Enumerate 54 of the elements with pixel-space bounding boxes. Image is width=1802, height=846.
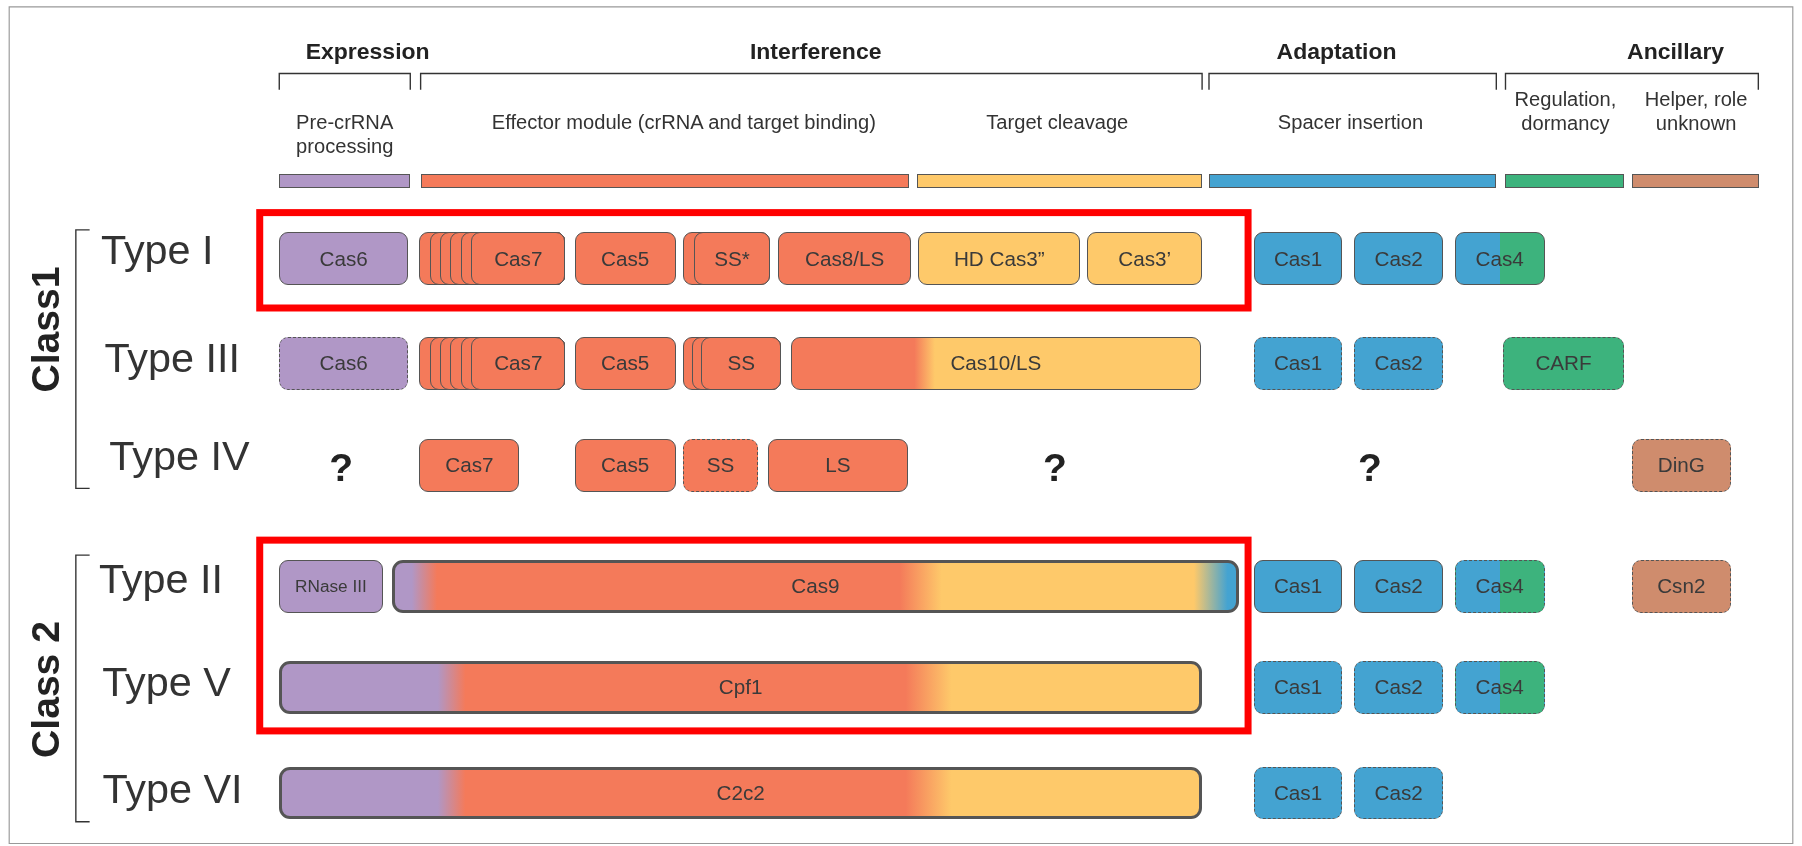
protein-box: Cas1 xyxy=(1253,660,1343,714)
protein-box: Cas2 xyxy=(1353,660,1444,714)
protein-box: SS* xyxy=(682,232,770,285)
legend-label: Spacer insertion xyxy=(1277,110,1424,135)
protein-box: Cas2 xyxy=(1353,766,1444,820)
protein-box: CARF xyxy=(1503,336,1624,390)
protein-box: Cas2 xyxy=(1353,559,1444,613)
type-label: Type VI xyxy=(102,766,243,812)
protein-box: Csn2 xyxy=(1631,559,1731,613)
protein-box: RNase III xyxy=(279,559,383,613)
protein-box: Cas3’ xyxy=(1087,232,1203,285)
protein-box: DinG xyxy=(1631,439,1731,492)
legend-label: Pre-crRNA processing xyxy=(295,110,395,159)
protein-box: SS xyxy=(682,336,782,390)
type-label: Type II xyxy=(98,557,224,603)
unknown-mark: ? xyxy=(1357,446,1382,490)
protein-box: C2c2 xyxy=(279,766,1203,820)
legend-label: Helper, role unknown xyxy=(1643,87,1749,136)
protein-box: Cas9 xyxy=(391,559,1239,613)
protein-box: Cas8/LS xyxy=(778,232,912,285)
protein-box: HD Cas3” xyxy=(918,232,1081,285)
protein-box: LS xyxy=(767,439,908,492)
class-label: Class1 xyxy=(24,266,68,393)
column-header: Interference xyxy=(749,39,882,65)
column-header: Adaptation xyxy=(1276,39,1397,65)
legend-label: Effector module (crRNA and target binding) xyxy=(491,110,876,135)
protein-box: Cas5 xyxy=(574,232,676,285)
protein-box: Cas2 xyxy=(1353,232,1444,285)
protein-box: Cas2 xyxy=(1353,336,1444,390)
protein-box: Cas7 xyxy=(419,336,566,390)
protein-box: Cas10/LS xyxy=(790,336,1201,390)
class-label: Class 2 xyxy=(24,621,68,758)
column-header: Ancillary xyxy=(1627,39,1725,65)
protein-box: Cas7 xyxy=(419,439,520,492)
legend-label: Regulation, dormancy xyxy=(1513,87,1618,136)
legend-label: Target cleavage xyxy=(986,110,1129,135)
unknown-mark: ? xyxy=(1043,446,1067,490)
type-label: Type IV xyxy=(109,434,250,480)
protein-box: Cas1 xyxy=(1253,559,1343,613)
type-label: Type V xyxy=(102,659,231,706)
protein-box: Cas1 xyxy=(1253,232,1343,285)
protein-box: Cas6 xyxy=(279,336,408,390)
type-label: Type III xyxy=(104,335,240,382)
protein-box: Cas7 xyxy=(419,232,566,285)
protein-box: Cpf1 xyxy=(279,660,1203,714)
unknown-mark: ? xyxy=(329,446,354,490)
protein-box: Cas6 xyxy=(279,232,408,285)
type-label: Type I xyxy=(100,227,214,274)
column-header: Expression xyxy=(305,39,430,65)
protein-box: SS xyxy=(682,439,759,492)
protein-box: Cas1 xyxy=(1253,766,1343,820)
protein-box: Cas5 xyxy=(574,336,676,390)
protein-box: Cas1 xyxy=(1253,336,1343,390)
protein-box: Cas5 xyxy=(574,439,676,492)
